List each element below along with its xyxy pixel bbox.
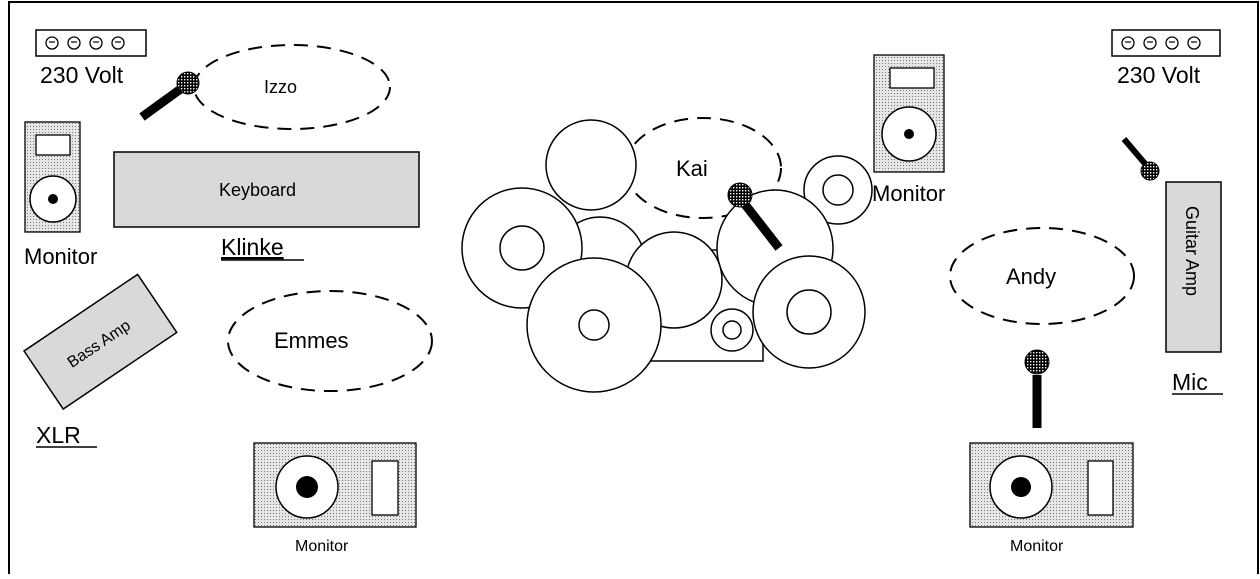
bass-amp: Bass Amp [23, 273, 178, 411]
power-outlet-label: 230 Volt [1117, 62, 1201, 88]
person-label: Izzo [264, 77, 297, 97]
klinke-label: Klinke [221, 234, 284, 260]
socket-icon [45, 36, 125, 50]
person-emmes: Emmes [227, 290, 433, 392]
monitor-bottom-left: Monitor [253, 442, 417, 555]
monitor-label: Monitor [295, 538, 349, 555]
drum-head [499, 225, 545, 271]
drum-head [822, 174, 854, 206]
person-label: Emmes [274, 328, 349, 353]
power-outlet-label: 230 Volt [40, 62, 124, 88]
person-label: Andy [1006, 264, 1056, 289]
person-label: Kai [676, 156, 708, 181]
monitor-left: Monitor [24, 121, 97, 269]
guitar-amp: Guitar Amp [1165, 181, 1222, 353]
connection-mic: Mic [1172, 369, 1223, 395]
speaker-icon [904, 129, 914, 139]
monitor-label: Monitor [1010, 538, 1064, 555]
speaker-icon [48, 194, 58, 204]
keyboard-label: Keyboard [219, 180, 296, 200]
monitor-bottom-right: Monitor [969, 442, 1134, 555]
cymbal-crash [545, 119, 637, 211]
drum-kit [461, 119, 873, 393]
drum-head [722, 320, 742, 340]
socket-icon [1121, 36, 1201, 50]
mic-icon [1024, 349, 1050, 428]
speaker-icon [296, 476, 318, 498]
stage-border [8, 1, 1259, 579]
mic-icon [727, 182, 783, 251]
power-outlet-right: 230 Volt [1111, 29, 1221, 88]
person-izzo: Izzo [193, 44, 391, 130]
guitar-amp-label: Guitar Amp [1182, 206, 1202, 296]
monitor-label: Monitor [24, 244, 97, 269]
keyboard: Keyboard [113, 151, 420, 228]
xlr-label: XLR [36, 422, 81, 448]
drum-head [578, 309, 610, 341]
mic-icon [1121, 137, 1160, 181]
person-kai: Kai [624, 117, 782, 219]
power-outlet-left: 230 Volt [35, 29, 147, 88]
monitor-center-right: Monitor [872, 54, 945, 206]
monitor-label: Monitor [872, 181, 945, 206]
drum-head [786, 289, 832, 335]
mic-label: Mic [1172, 369, 1208, 395]
connection-xlr: XLR [36, 422, 97, 448]
connection-klinke: Klinke [221, 234, 304, 261]
person-andy: Andy [949, 227, 1135, 325]
speaker-icon [1011, 477, 1031, 497]
mic-icon [139, 71, 200, 121]
